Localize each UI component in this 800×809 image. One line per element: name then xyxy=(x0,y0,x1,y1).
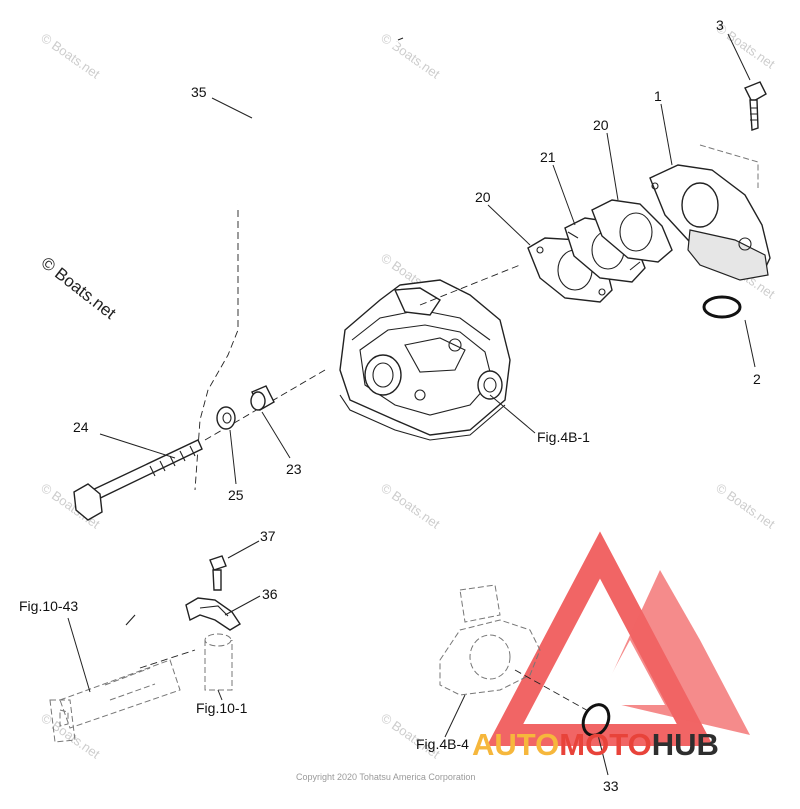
fig-ref-4b-4: Fig.4B-4 xyxy=(416,736,469,752)
alignment-line xyxy=(514,669,591,713)
clamp-36 xyxy=(185,597,241,691)
carburetor-body xyxy=(339,279,511,441)
callout-1: 1 xyxy=(654,88,662,104)
brand-wordmark-auto: AUTO xyxy=(472,727,559,762)
gasket-20-rear xyxy=(591,199,673,263)
alignment-line xyxy=(139,649,196,669)
callout-21: 21 xyxy=(540,149,556,165)
spacer-23 xyxy=(250,385,275,411)
o-ring-2 xyxy=(702,295,742,319)
callout-25: 25 xyxy=(228,487,244,503)
fig-ref-10-1: Fig.10-1 xyxy=(196,700,248,716)
watermark-tile: © Boats.net xyxy=(378,480,443,532)
watermark-tile: © Boats.net xyxy=(378,30,443,82)
callout-24: 24 xyxy=(73,419,89,435)
figure-references: Fig.4B-1 Fig.10-43 Fig.10-1 Fig.4B-4 xyxy=(19,429,590,752)
screw-37 xyxy=(209,555,227,591)
callout-3: 3 xyxy=(716,17,724,33)
bolt-24 xyxy=(73,369,326,521)
watermark-tile: © Boats.net xyxy=(38,710,103,762)
callout-37: 37 xyxy=(260,528,276,544)
watermark-tile: © Boats.net xyxy=(713,480,778,532)
callout-20-rear: 20 xyxy=(593,117,609,133)
callout-36: 36 xyxy=(262,586,278,602)
callout-33: 33 xyxy=(603,778,619,794)
copyright-text: Copyright 2020 Tohatsu America Corporati… xyxy=(296,772,475,782)
callout-20-front: 20 xyxy=(475,189,491,205)
alignment-line xyxy=(419,264,521,306)
watermark-tile: © Boats.net xyxy=(38,30,103,82)
brand-wordmark: AUTOMOTOHUB xyxy=(472,727,719,762)
cable-35 xyxy=(125,37,404,626)
fig-ref-4b-1: Fig.4B-1 xyxy=(537,429,590,445)
phantom-part-fig10-43 xyxy=(49,659,181,743)
o-ring-33 xyxy=(581,703,611,737)
callout-23: 23 xyxy=(286,461,302,477)
fig-ref-10-43: Fig.10-43 xyxy=(19,598,78,614)
leader-lines xyxy=(67,33,756,776)
watermark-main: © Boats.net xyxy=(38,253,120,323)
brand-wordmark-moto: MOTO xyxy=(559,727,651,762)
callout-2: 2 xyxy=(753,371,761,387)
washer-25 xyxy=(216,406,236,430)
brand-logo xyxy=(486,531,750,746)
bolt-3 xyxy=(744,81,767,131)
phantom-flange-fig4b-4 xyxy=(439,584,541,696)
callout-labels: 35 3 1 20 21 20 2 24 25 23 37 36 33 xyxy=(73,17,761,794)
brand-wordmark-hub: HUB xyxy=(652,727,719,762)
manifold-1 xyxy=(649,144,771,281)
callout-35: 35 xyxy=(191,84,207,100)
logo-cutout xyxy=(595,640,665,705)
